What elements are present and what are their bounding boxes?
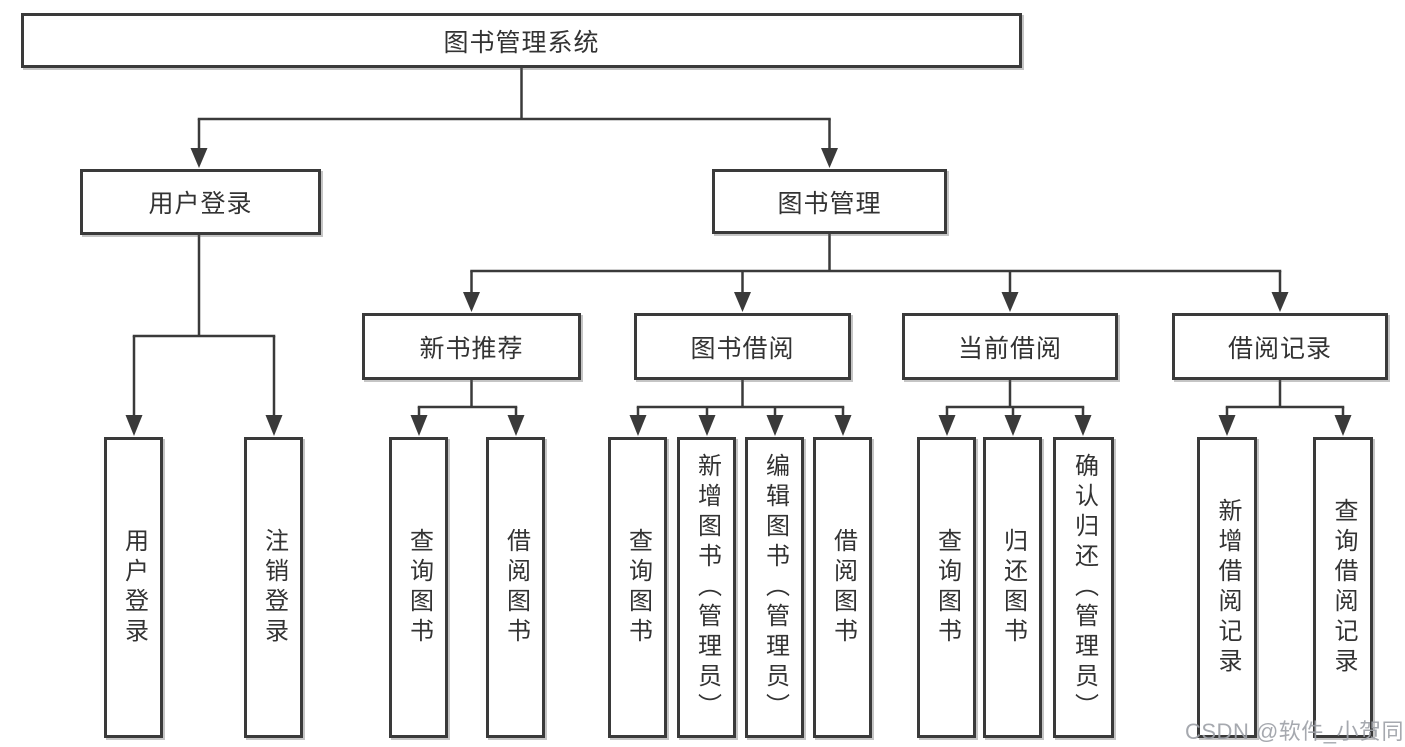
- node-book-borrowing-label: 图书借阅: [690, 334, 795, 363]
- leaf-add-book-admin-label: 新增图书（管理员）: [693, 452, 721, 723]
- leaf-edit-book-admin: 编辑图书（管理员）: [745, 437, 804, 738]
- leaf-add-borrow-record: 新增借阅记录: [1197, 437, 1257, 738]
- node-current-borrowing: 当前借阅: [902, 313, 1118, 380]
- node-new-book-recommend: 新书推荐: [362, 313, 581, 380]
- leaf-query-books-borrowing-label: 查询图书: [624, 527, 652, 648]
- leaf-user-login-label: 用户登录: [120, 527, 148, 648]
- leaf-query-books-current-label: 查询图书: [933, 527, 961, 648]
- leaf-edit-book-admin-label: 编辑图书（管理员）: [761, 452, 789, 723]
- leaf-query-borrow-record-label: 查询借阅记录: [1330, 497, 1357, 678]
- node-book-management-label: 图书管理: [777, 189, 882, 218]
- leaf-confirm-return-admin: 确认归还（管理员）: [1053, 437, 1114, 738]
- node-book-management: 图书管理: [712, 169, 947, 234]
- leaf-add-borrow-record-label: 新增借阅记录: [1214, 497, 1241, 678]
- node-new-book-recommend-label: 新书推荐: [419, 334, 524, 363]
- node-current-borrowing-label: 当前借阅: [957, 334, 1062, 363]
- node-root: 图书管理系统: [21, 13, 1022, 68]
- leaf-logout-label: 注销登录: [260, 527, 288, 648]
- node-book-borrowing: 图书借阅: [634, 313, 851, 380]
- leaf-query-books-borrowing: 查询图书: [608, 437, 667, 738]
- leaf-return-books: 归还图书: [983, 437, 1042, 738]
- leaf-borrow-books-borrowing-label: 借阅图书: [829, 527, 857, 648]
- node-root-label: 图书管理系统: [443, 28, 600, 57]
- leaf-query-books-recommend: 查询图书: [389, 437, 448, 738]
- leaf-add-book-admin: 新增图书（管理员）: [677, 437, 736, 738]
- leaf-borrow-books-recommend: 借阅图书: [486, 437, 545, 738]
- leaf-borrow-books-borrowing: 借阅图书: [813, 437, 872, 738]
- node-borrowing-records: 借阅记录: [1172, 313, 1388, 380]
- leaf-return-books-label: 归还图书: [999, 527, 1027, 648]
- node-user-login: 用户登录: [80, 169, 321, 235]
- leaf-logout: 注销登录: [244, 437, 303, 738]
- leaf-query-books-recommend-label: 查询图书: [405, 527, 433, 648]
- leaf-query-borrow-record: 查询借阅记录: [1313, 437, 1373, 738]
- leaf-borrow-books-recommend-label: 借阅图书: [502, 527, 530, 648]
- node-user-login-label: 用户登录: [148, 190, 253, 218]
- node-borrowing-records-label: 借阅记录: [1227, 334, 1332, 363]
- leaf-user-login: 用户登录: [104, 437, 163, 738]
- leaf-confirm-return-admin-label: 确认归还（管理员）: [1070, 452, 1098, 723]
- leaf-query-books-current: 查询图书: [917, 437, 976, 738]
